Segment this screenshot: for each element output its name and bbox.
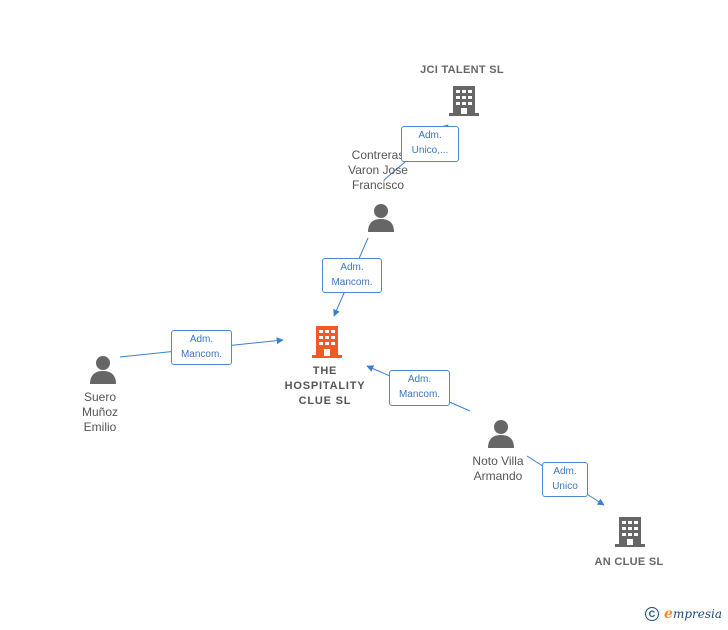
brand-rest: mpresia xyxy=(672,607,722,621)
edge-label-line1: Adm. xyxy=(189,334,214,345)
edge-label-line1: Adm. xyxy=(407,374,432,385)
edge-label-line2: Unico,... xyxy=(411,145,449,156)
node-an-clue-label[interactable]: AN CLUE SL xyxy=(594,556,664,568)
edge-label-line2: Unico xyxy=(552,481,578,492)
person-icon xyxy=(368,204,394,232)
edge-label-line1: Adm. xyxy=(553,466,577,477)
brand-initial: e xyxy=(664,606,673,622)
node-noto-label[interactable]: Noto Villa Armando xyxy=(472,454,524,483)
node-jci-talent-label[interactable]: JCI TALENT SL xyxy=(420,64,504,76)
edge-label-line1: Adm. xyxy=(340,262,364,273)
node-contreras-label[interactable]: Contreras Varon Jose Francisco xyxy=(348,148,408,192)
building-icon xyxy=(615,517,645,547)
footer-branding: C empresia xyxy=(645,606,722,622)
person-icon xyxy=(90,356,116,384)
edge-label-line2: Mancom. xyxy=(398,389,441,400)
edge-label-line2: Mancom. xyxy=(331,277,373,288)
building-icon xyxy=(312,326,342,358)
person-icon xyxy=(488,420,514,448)
copyright-icon: C xyxy=(645,607,660,621)
edge-label-contreras-jci[interactable]: Adm. Unico,... xyxy=(401,126,459,162)
edge-label-line2: Mancom. xyxy=(180,349,223,360)
building-icon xyxy=(449,86,479,116)
edge-label-noto-main[interactable]: Adm. Mancom. xyxy=(389,370,450,406)
brand-logo[interactable]: empresia xyxy=(664,606,722,622)
node-main-company-label[interactable]: THE HOSPITALITY CLUE SL xyxy=(284,365,366,407)
edge-label-noto-anclue[interactable]: Adm. Unico xyxy=(542,462,588,497)
node-suero-label[interactable]: Suero Muñoz Emilio xyxy=(81,390,119,434)
edge-label-contreras-main[interactable]: Adm. Mancom. xyxy=(322,258,382,293)
edge-label-line1: Adm. xyxy=(418,130,442,141)
edge-label-suero-main[interactable]: Adm. Mancom. xyxy=(171,330,232,365)
